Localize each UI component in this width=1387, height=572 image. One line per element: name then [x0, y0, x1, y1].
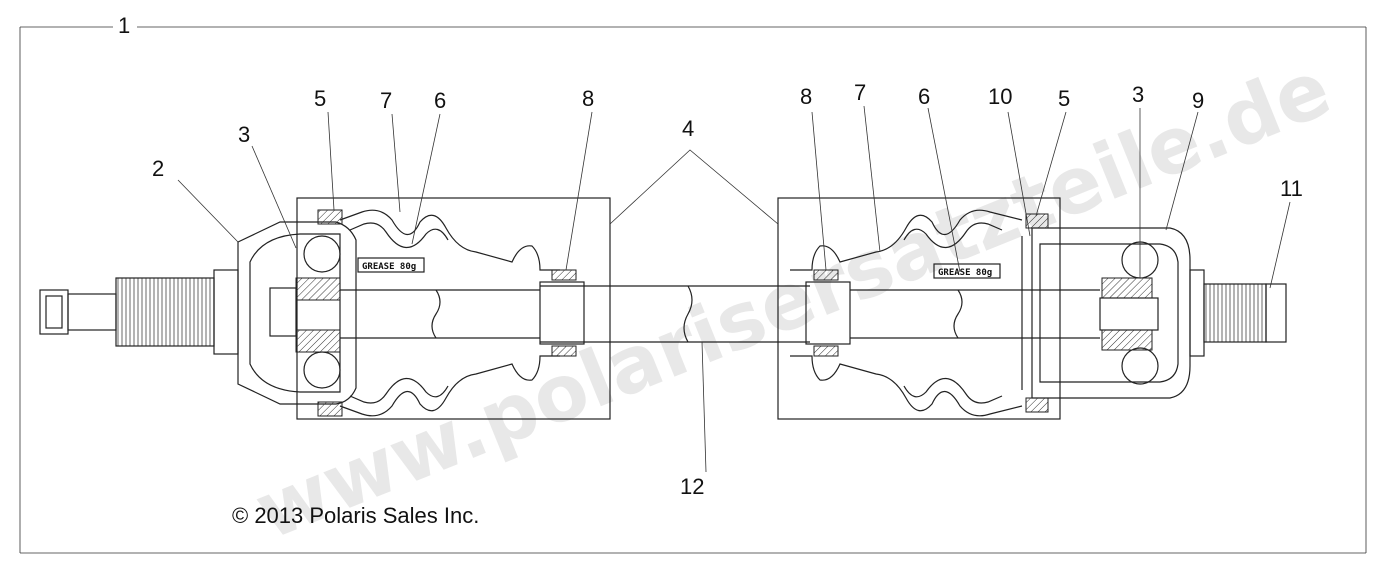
callout-5-left: 5 [314, 86, 326, 111]
callout-2: 2 [152, 156, 164, 181]
svg-text:GREASE 80g: GREASE 80g [362, 262, 416, 272]
right-stub-shaft [1203, 283, 1287, 343]
callout-10: 10 [988, 84, 1012, 109]
left-boot [339, 209, 560, 417]
left-grease-label: GREASE 80g [357, 257, 425, 273]
callout-7-left: 7 [380, 88, 392, 113]
left-inner-shaft [340, 281, 585, 345]
callout-8-left: 8 [582, 86, 594, 111]
callout-1: 1 [118, 13, 130, 38]
callout-11: 11 [1280, 176, 1303, 201]
right-boot [790, 209, 1023, 417]
right-boot-box [777, 197, 1061, 420]
assembly-frame [19, 26, 1367, 554]
copyright-text: © 2013 Polaris Sales Inc. [232, 503, 479, 528]
callout-4: 4 [682, 116, 694, 141]
callout-8-right: 8 [800, 84, 812, 109]
left-stub-shaft [39, 269, 239, 355]
callout-6-left: 6 [434, 88, 446, 113]
right-inner-shaft [805, 281, 1100, 345]
callout-5-right: 5 [1058, 86, 1070, 111]
callout-3-right: 3 [1132, 82, 1144, 107]
right-grease-label: GREASE 80g [933, 263, 1001, 279]
leader-lines [177, 105, 1291, 473]
callout-12: 12 [680, 474, 704, 499]
right-clamps [813, 213, 1049, 413]
left-clamps [317, 209, 577, 417]
callout-9: 9 [1192, 88, 1204, 113]
callout-numbers: 1 2 3 5 7 6 8 4 8 7 6 10 5 3 9 11 12 [118, 13, 1303, 499]
center-shaft [540, 285, 810, 343]
svg-text:GREASE 80g: GREASE 80g [938, 268, 992, 278]
callout-7-right: 7 [854, 80, 866, 105]
callout-3-left: 3 [238, 122, 250, 147]
right-cv-housing [1021, 227, 1205, 399]
callout-6-right: 6 [918, 84, 930, 109]
left-boot-box [296, 197, 611, 420]
